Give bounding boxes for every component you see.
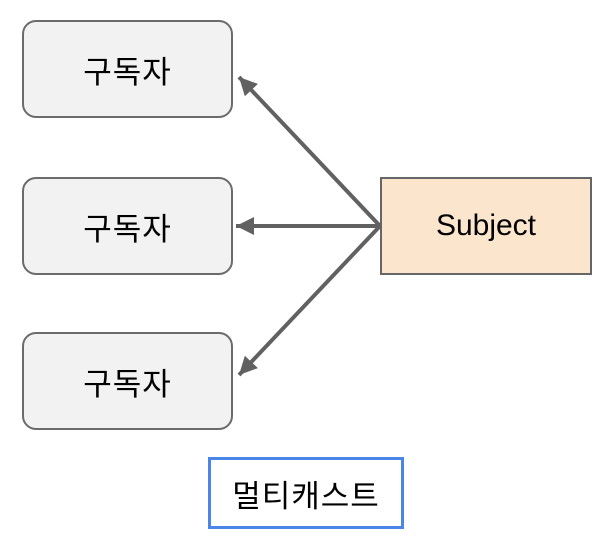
subscriber-node-2-label: 구독자 — [83, 211, 172, 247]
arrow-subject-to-subscriber-3 — [237, 224, 382, 377]
multicast-caption-box: 멀티캐스트 — [208, 457, 404, 529]
subscriber-node-1: 구독자 — [22, 20, 233, 118]
subscriber-node-1-label: 구독자 — [83, 54, 172, 90]
subscriber-node-2: 구독자 — [22, 177, 233, 275]
subscriber-node-3: 구독자 — [22, 332, 233, 430]
subject-node-label: Subject — [435, 209, 537, 242]
subject-node: Subject — [380, 177, 592, 275]
arrow-subject-to-subscriber-1 — [237, 75, 382, 228]
subscriber-node-3-label: 구독자 — [83, 366, 172, 402]
multicast-caption-label: 멀티캐스트 — [232, 478, 380, 514]
